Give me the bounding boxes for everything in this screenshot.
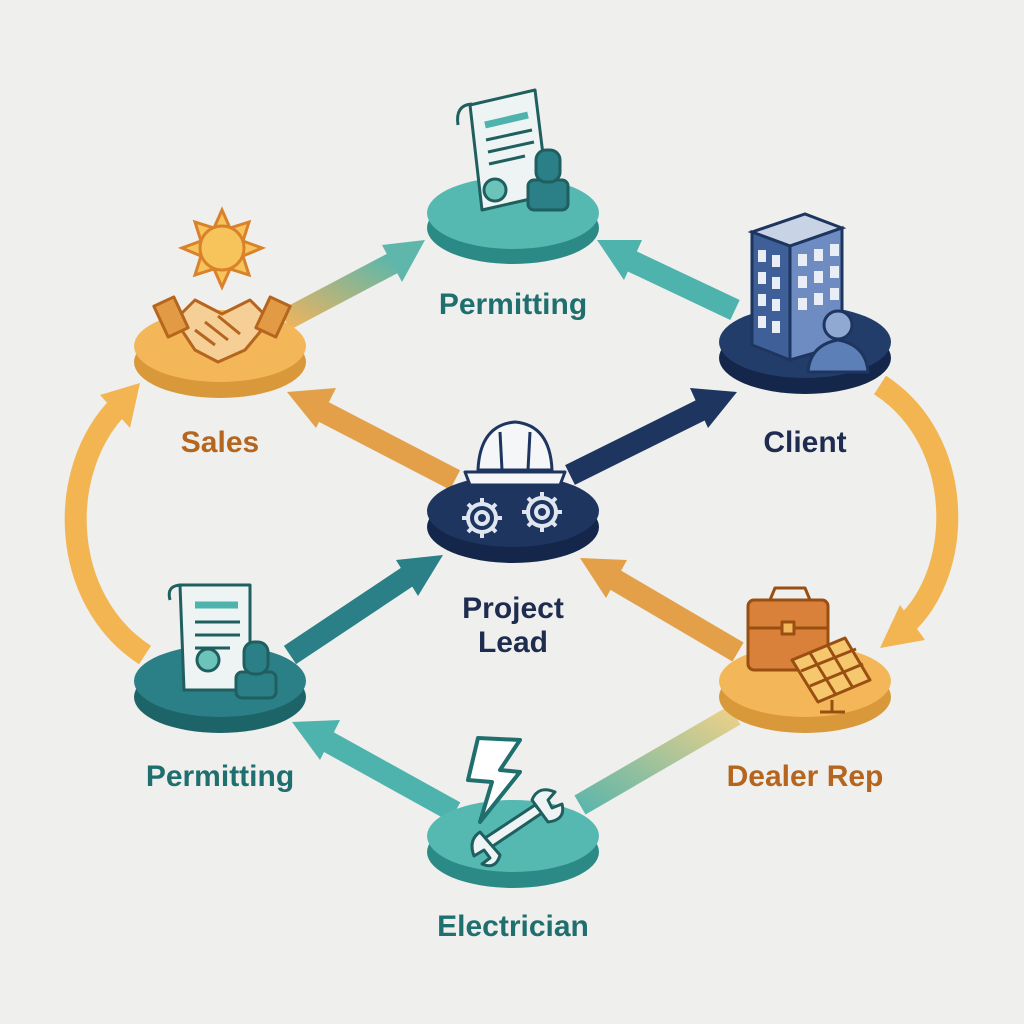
node-dealer-rep[interactable]: Dealer Rep [719,586,891,793]
arrow-sales-to-permitting [279,240,425,330]
node-label: Dealer Rep [727,760,884,793]
arrow-projectlead-to-client [565,388,737,485]
solar-panel-icon [790,636,872,714]
arrow-permitting-to-projectlead [283,555,443,665]
node-label-line1: Project [462,592,564,625]
node-project-lead[interactable]: Project Lead [427,420,599,659]
arrow-projectlead-to-sales [287,388,461,490]
lightning-icon [466,736,522,824]
office-building-icon [747,212,847,363]
node-client[interactable]: Client [719,212,891,459]
node-label: Sales [181,426,259,459]
permit-document-stamp-icon [167,583,278,700]
arrow-electrician-to-permitting [292,720,461,822]
arrow-dealerrep-to-projectlead [580,558,744,662]
handshake-icon [152,295,292,364]
permit-document-stamp-icon [456,88,570,212]
arrow-dealerrep-to-electrician [574,705,741,815]
person-icon [806,309,870,374]
node-label: Client [763,426,846,459]
wrench-icon [470,788,565,868]
sun-icon [177,206,267,291]
node-label: Electrician [437,910,589,943]
arrow-client-to-permitting [597,240,740,320]
node-label: Permitting [439,288,587,321]
gears-icon [462,492,562,538]
node-sales[interactable]: Sales [134,206,306,459]
platform-top [427,800,599,872]
node-permitting-top[interactable]: Permitting [427,88,599,321]
arrow-client-to-dealerrep [873,375,959,648]
node-electrician[interactable]: Electrician [427,736,599,943]
node-permitting-left[interactable]: Permitting [134,583,306,793]
node-label-line2: Lead [478,626,548,659]
arrow-permitting-to-sales [64,383,152,665]
node-label: Permitting [146,760,294,793]
arrows-layer [64,240,959,822]
hardhat-icon [463,420,567,487]
